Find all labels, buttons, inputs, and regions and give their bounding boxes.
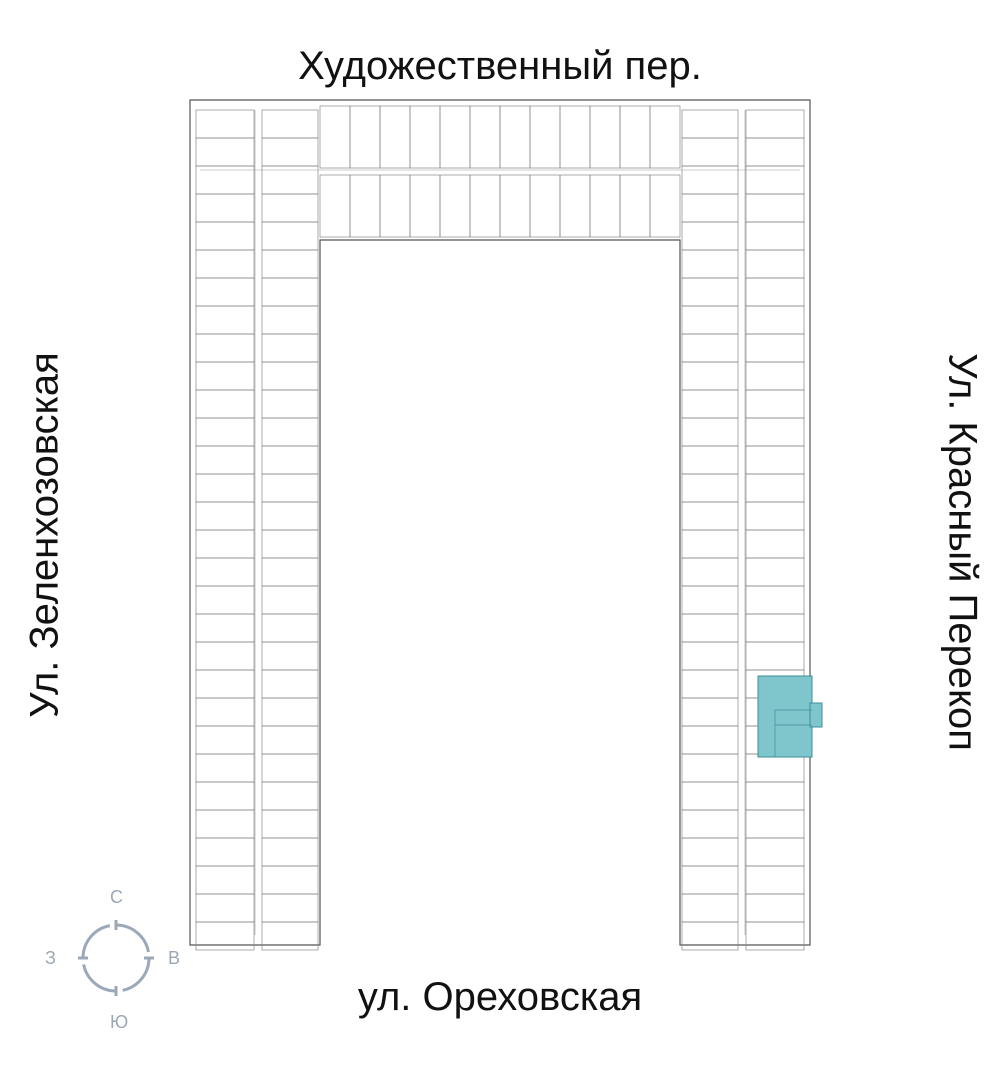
compass-west: З (45, 948, 56, 968)
apartment-cell (195, 921, 255, 951)
compass-north: С (110, 887, 123, 907)
street-label-south: ул. Ореховская (357, 975, 643, 1019)
compass-east: В (168, 948, 181, 968)
street-label-north: Художественный пер. (298, 44, 702, 88)
apartment-cell (649, 105, 681, 169)
building-outline (189, 99, 811, 946)
apartment-cell (745, 921, 805, 951)
apartment-cell (649, 174, 681, 238)
highlighted-apartment[interactable] (757, 675, 823, 758)
apartment-cell (681, 921, 739, 951)
apartment-grid (195, 105, 805, 951)
compass-icon (78, 920, 154, 996)
apartment-cell (261, 921, 319, 951)
corridors (200, 110, 800, 935)
compass-south: Ю (110, 1012, 129, 1032)
